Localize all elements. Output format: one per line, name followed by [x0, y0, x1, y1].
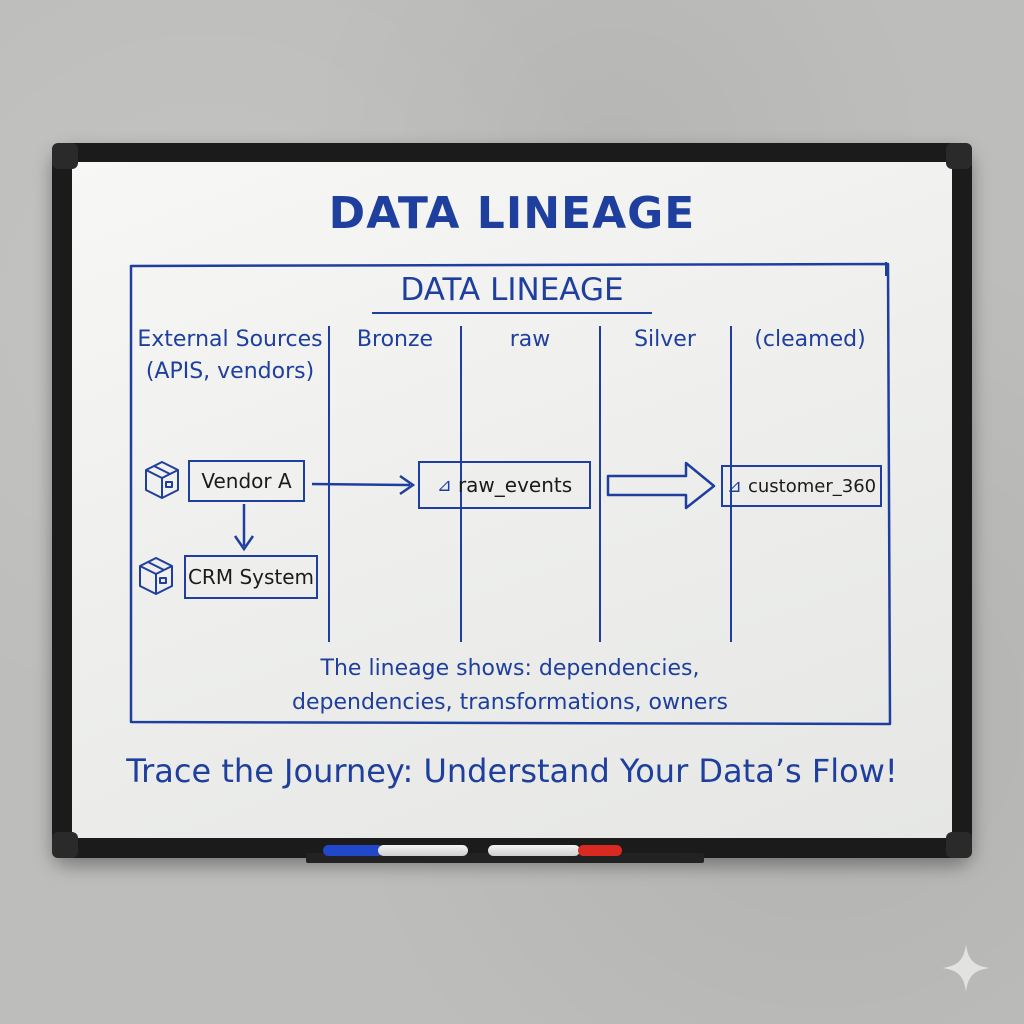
- lineage-caption: The lineage shows: dependencies, depende…: [130, 652, 890, 720]
- red-marker-cap[interactable]: [578, 845, 622, 856]
- blue-marker-body[interactable]: [378, 845, 468, 856]
- node-vendor-a: Vendor A: [188, 460, 305, 502]
- package-icon: [145, 461, 179, 499]
- node-label: raw_events: [457, 473, 573, 497]
- column-header-line: External Sources: [137, 327, 323, 352]
- column-header-bronze: Bronze: [356, 327, 434, 352]
- node-label: CRM System: [187, 565, 315, 589]
- arrow-raw-to-customer: [606, 461, 716, 510]
- table-icon: ⊿: [436, 474, 452, 496]
- column-header-cleamed: (cleamed): [754, 327, 866, 352]
- diagram-title: DATA LINEAGE: [400, 272, 624, 308]
- table-icon: ⊿: [726, 475, 742, 497]
- caption-line: dependencies, transformations, owners: [292, 690, 728, 715]
- sparkle-icon: [942, 944, 990, 992]
- diagram-border: [129, 262, 892, 726]
- node-raw-events: ⊿ raw_events: [418, 461, 591, 509]
- frame-corner: [946, 143, 972, 169]
- title-underline: [372, 312, 652, 314]
- node-label: Vendor A: [201, 469, 292, 493]
- node-label: customer_360: [747, 475, 877, 497]
- frame-corner: [946, 832, 972, 858]
- red-marker-body[interactable]: [488, 845, 580, 856]
- node-customer-360: ⊿ customer_360: [721, 465, 882, 507]
- board-title: DATA LINEAGE: [328, 188, 696, 239]
- column-header-silver: Silver: [634, 327, 696, 352]
- column-header-line: (APIS, vendors): [145, 359, 315, 384]
- package-icon: [139, 557, 173, 595]
- blue-marker-cap[interactable]: [323, 845, 383, 856]
- column-header-external-sources: External Sources (APIS, vendors): [136, 324, 324, 388]
- caption-line: The lineage shows: dependencies,: [320, 656, 700, 681]
- frame-corner: [52, 832, 78, 858]
- frame-corner: [52, 143, 78, 169]
- node-crm-system: CRM System: [184, 555, 318, 599]
- tagline: Trace the Journey: Understand Your Data’…: [126, 752, 898, 790]
- arrow-vendor-to-raw: [311, 482, 411, 487]
- marker-tray: [306, 853, 704, 863]
- column-header-raw: raw: [509, 327, 551, 352]
